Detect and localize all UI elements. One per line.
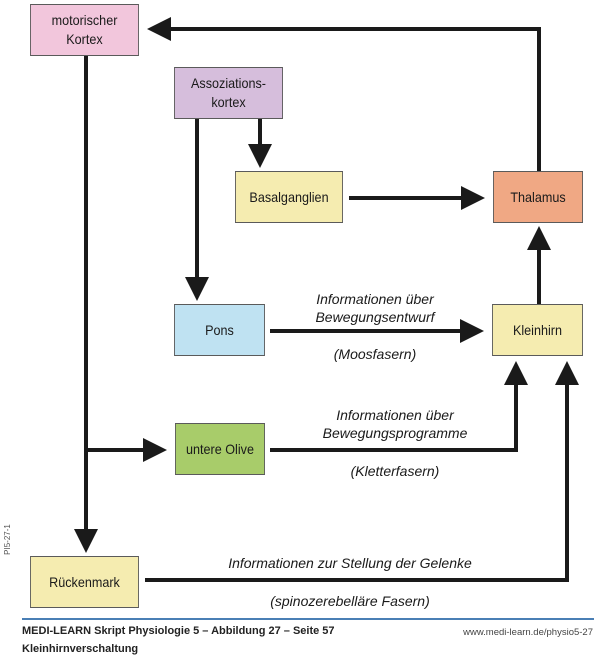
edge-label-climbing-fibers: (Kletterfasern)	[350, 463, 440, 479]
edge-label-spinocerebellar-fibers: (spinozerebelläre Fasern)	[270, 593, 430, 609]
node-label: Thalamus	[510, 188, 566, 205]
node-label: motorischer	[51, 12, 118, 28]
edge-label-mossy-fibers: (Moosfasern)	[333, 346, 417, 362]
node-basal-ganglia: Basalganglien	[235, 171, 343, 223]
node-label: Rückenmark	[49, 573, 120, 590]
node-label: untere Olive	[186, 440, 254, 457]
edge-thalamus-to-motor-cortex	[147, 17, 541, 171]
footer-url[interactable]: www.medi-learn.de/physio5-27	[463, 627, 593, 638]
node-label: Kleinhirn	[512, 321, 563, 338]
connections-layer	[74, 17, 579, 582]
node-label: Kortex	[66, 31, 103, 47]
node-label: kortex	[211, 94, 246, 110]
node-label: Assoziations-	[191, 75, 266, 91]
node-label: Basalganglien	[249, 188, 329, 205]
edge-olive-to-cerebellum	[270, 361, 528, 452]
node-association-cortex: Assoziations-kortex	[174, 67, 283, 119]
node-label: Pons	[205, 321, 234, 338]
footer-subtitle: Kleinhirnverschaltung	[22, 643, 139, 655]
footer-divider	[22, 618, 594, 620]
edge-spinal-cord-to-cerebellum	[145, 361, 579, 582]
node-thalamus: Thalamus	[493, 171, 583, 223]
edge-label-spinal-info: Informationen zur Stellung der Gelenke	[228, 555, 472, 571]
node-pons: Pons	[174, 304, 265, 356]
node-spinal-cord: Rückenmark	[30, 556, 139, 608]
node-cerebellum: Kleinhirn	[492, 304, 583, 356]
figure-code: PI5-27-1	[2, 524, 12, 555]
footer-title: MEDI-LEARN Skript Physiologie 5 – Abbild…	[22, 625, 335, 637]
node-inferior-olive: untere Olive	[175, 423, 265, 475]
